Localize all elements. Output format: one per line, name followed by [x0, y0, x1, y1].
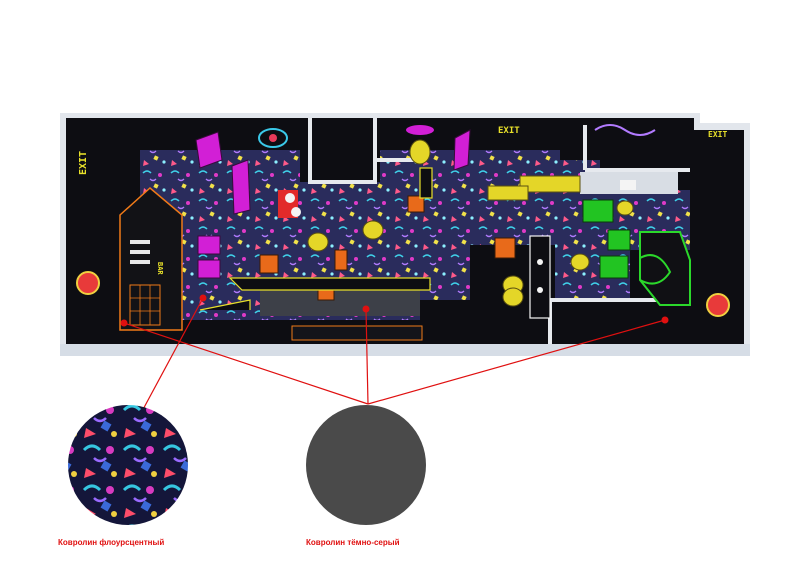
wall-art-planet-left	[76, 271, 100, 295]
exit-label-right: EXIT	[708, 130, 727, 139]
swatch-dark-grey-icon	[306, 405, 426, 525]
legend-fluorescent-carpet: Ковролин флоурсцентный	[58, 538, 165, 547]
bar-grid	[129, 284, 161, 326]
stage-platform	[291, 325, 423, 341]
magenta-obstacles	[195, 129, 471, 279]
green-obstacles	[582, 199, 631, 279]
black-panels	[199, 167, 551, 319]
wall-art-alien	[639, 254, 672, 285]
swatch-fluorescent-icon	[68, 405, 188, 525]
exit-label-top: EXIT	[498, 126, 520, 136]
yellow-objects	[307, 139, 634, 307]
exit-label-left: EXIT	[78, 151, 89, 175]
building-ledge	[60, 344, 750, 356]
bar-label: BAR	[156, 262, 164, 275]
wall-art-eye	[258, 128, 288, 148]
legend-dark-grey-carpet: Ковролин тёмно-серый	[306, 538, 400, 547]
wall-art-waves	[594, 124, 656, 136]
wall-art-lips	[406, 125, 434, 135]
leader-dots	[120, 294, 669, 327]
bar-structure	[119, 187, 183, 331]
wall-art-planet-right	[706, 293, 730, 317]
leader-lines	[123, 297, 666, 416]
